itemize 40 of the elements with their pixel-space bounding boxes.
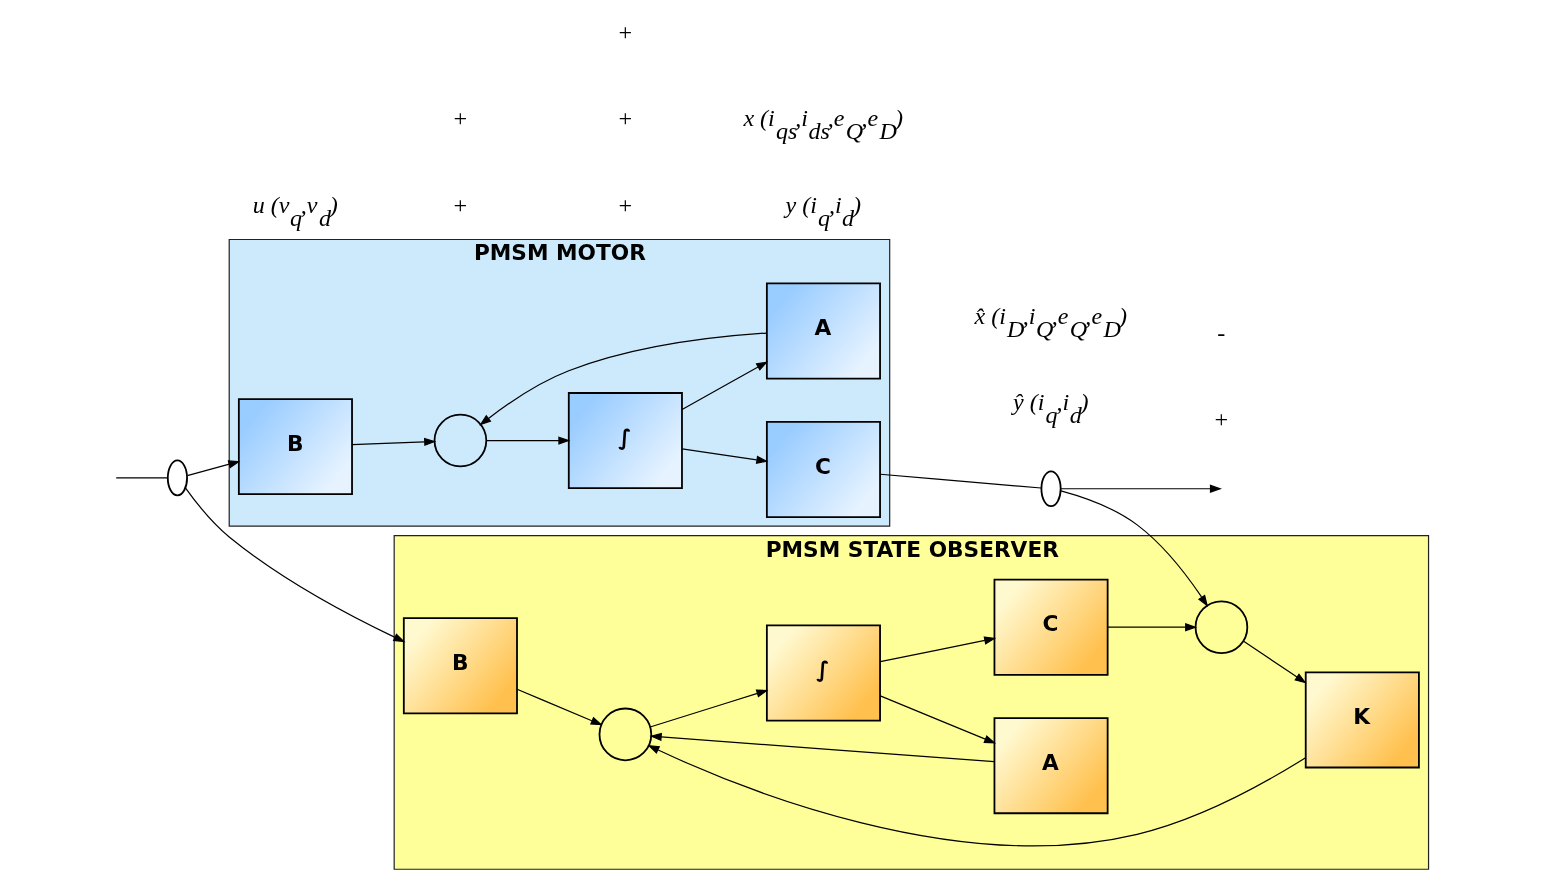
arrow [479,332,768,426]
node-circle [1194,600,1249,654]
arrow [485,436,571,445]
arrow [1060,490,1209,607]
arrow [649,732,995,763]
node-box: C [993,578,1109,676]
node-circle [598,707,653,762]
arrow [879,695,997,744]
arrow [1107,623,1198,632]
label: + [616,105,634,132]
connector [115,477,168,479]
node-ellipse [1040,470,1062,508]
arrow [1060,484,1222,493]
node-box: ∫ [567,392,683,490]
arrow [647,744,1307,847]
arrow [186,460,241,477]
node-circle [433,413,488,468]
node-box: A [765,282,881,380]
node-box: ∫ [765,624,881,722]
node-box: K [1304,671,1420,769]
node-box: B [237,398,353,496]
node-box: B [402,617,518,715]
label: + [451,105,469,132]
node-ellipse [166,459,188,497]
label: + [451,192,469,218]
arrow [649,689,769,728]
arrow [681,448,769,464]
arrow [1243,640,1307,684]
arrow [185,487,406,643]
label: + [1213,406,1230,433]
arrow [351,437,437,447]
label: - [1217,319,1226,346]
arrow [516,688,603,726]
node-box: A [993,717,1109,815]
label: + [616,18,634,45]
connector [879,473,1042,489]
node-box: C [765,421,881,518]
arrow [681,361,769,411]
arrow [879,636,997,663]
label: + [616,192,634,218]
